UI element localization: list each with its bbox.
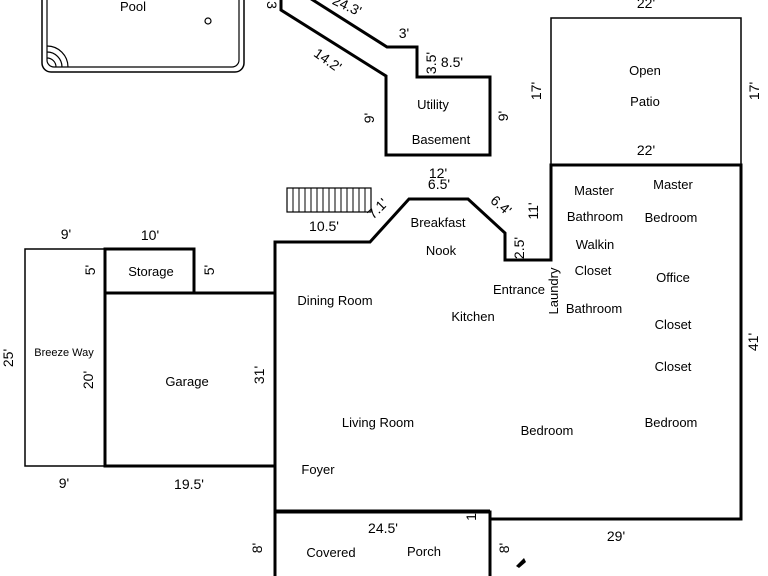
living-label: Living Room bbox=[342, 415, 414, 430]
pool-outline-outer bbox=[41, 0, 245, 73]
storage-label: Storage bbox=[128, 264, 174, 279]
dim-31: 31' bbox=[251, 366, 267, 384]
bedroom-label: Bedroom bbox=[645, 210, 698, 225]
nook-label: Nook bbox=[426, 243, 457, 258]
bathroom-label: Bathroom bbox=[567, 209, 623, 224]
dim-6-4: 6.4' bbox=[488, 192, 515, 218]
dim-22-mid: 22' bbox=[637, 142, 655, 158]
dim-3: 3' bbox=[399, 25, 409, 41]
dim-9-right: 9' bbox=[495, 111, 511, 121]
pool: Pool 3 bbox=[41, 0, 280, 73]
dim-10-5: 10.5' bbox=[309, 218, 339, 234]
office-label: Office bbox=[656, 270, 690, 285]
stairs-treads bbox=[292, 188, 366, 212]
dim-24-5: 24.5' bbox=[368, 520, 398, 536]
dim-24-3: 24.3' bbox=[330, 0, 364, 19]
dim-3-edge: 3 bbox=[264, 1, 280, 9]
dining-label: Dining Room bbox=[297, 293, 372, 308]
garage-outline bbox=[103, 291, 277, 468]
utility-basement: Utility Basement 24.3' 3' 3.5' 8.5' 14.2… bbox=[279, 0, 511, 157]
bedroom2-label: Bedroom bbox=[521, 423, 574, 438]
house-room-labels: Breakfast Nook Master Master Bathroom Be… bbox=[297, 177, 697, 477]
open-patio: 22' 17' 17' Open Patio 22' bbox=[528, 0, 762, 165]
dim-9-breeze-top: 9' bbox=[61, 226, 71, 242]
pool-outline-inner bbox=[46, 0, 240, 68]
closet-label: Closet bbox=[575, 263, 612, 278]
dim-19-5: 19.5' bbox=[174, 476, 204, 492]
dim-9-bottom: 9' bbox=[59, 475, 69, 491]
stairs bbox=[286, 187, 372, 213]
dim-12: 12' bbox=[429, 165, 447, 181]
house-outline bbox=[273, 163, 743, 521]
walkin-label: Walkin bbox=[576, 237, 615, 252]
pool-steps bbox=[46, 45, 69, 68]
garage-wing: Storage Garage Breeze Way 9' 10' 5' 5' 2… bbox=[0, 226, 277, 492]
pool-drain bbox=[204, 17, 212, 25]
patio-outline bbox=[550, 17, 742, 165]
dim-6-5: 6.5' bbox=[428, 176, 450, 192]
dim-10-storage: 10' bbox=[141, 227, 159, 243]
open-label: Open bbox=[629, 63, 661, 78]
dim-25: 25' bbox=[0, 349, 16, 367]
covered-label: Covered bbox=[306, 545, 355, 560]
dim-11: 11' bbox=[525, 202, 541, 219]
closet2-label: Closet bbox=[655, 317, 692, 332]
laundry-label: Laundry bbox=[546, 267, 561, 314]
dim-20: 20' bbox=[80, 371, 96, 389]
dim-9-left: 9' bbox=[361, 113, 377, 123]
patio-label: Patio bbox=[630, 94, 660, 109]
ink-mark bbox=[516, 558, 526, 568]
dim-8-5: 8.5' bbox=[441, 54, 463, 70]
dim-8-right: 8' bbox=[496, 543, 512, 553]
closet3-label: Closet bbox=[655, 359, 692, 374]
master-top-label: Master bbox=[574, 183, 614, 198]
dim-14-2: 14.2' bbox=[311, 45, 345, 75]
connector-walls bbox=[279, 0, 492, 157]
breezeway-outline bbox=[24, 248, 105, 467]
pool-label: Pool bbox=[120, 0, 146, 14]
dim-2-5: 2.5' bbox=[511, 237, 527, 259]
dim-41: 41' bbox=[745, 333, 761, 351]
dim-1: 1 bbox=[463, 513, 479, 521]
bedroom3-label: Bedroom bbox=[645, 415, 698, 430]
covered-porch: 24.5' 1 8' 8' Covered Porch bbox=[249, 509, 526, 576]
bathroom2-label: Bathroom bbox=[566, 301, 622, 316]
entrance-label: Entrance bbox=[493, 282, 545, 297]
garage-label: Garage bbox=[165, 374, 208, 389]
dim-17-right: 17' bbox=[746, 82, 762, 100]
breezeway-label: Breeze Way bbox=[34, 347, 94, 359]
dim-5-a: 5' bbox=[82, 265, 98, 275]
basement-label: Basement bbox=[412, 132, 471, 147]
foyer-label: Foyer bbox=[301, 462, 335, 477]
dim-5-b: 5' bbox=[201, 265, 217, 275]
master-right-label: Master bbox=[653, 177, 693, 192]
dim-8-left: 8' bbox=[249, 543, 265, 553]
utility-label: Utility bbox=[417, 97, 449, 112]
porch-label: Porch bbox=[407, 544, 441, 559]
dim-7-1: 7.1' bbox=[364, 195, 391, 222]
kitchen-label: Kitchen bbox=[451, 309, 494, 324]
dim-22-top: 22' bbox=[637, 0, 655, 11]
breakfast-label: Breakfast bbox=[411, 215, 466, 230]
dim-29: 29' bbox=[607, 528, 625, 544]
dim-17-left: 17' bbox=[528, 82, 544, 100]
dim-3-5: 3.5' bbox=[423, 52, 439, 74]
